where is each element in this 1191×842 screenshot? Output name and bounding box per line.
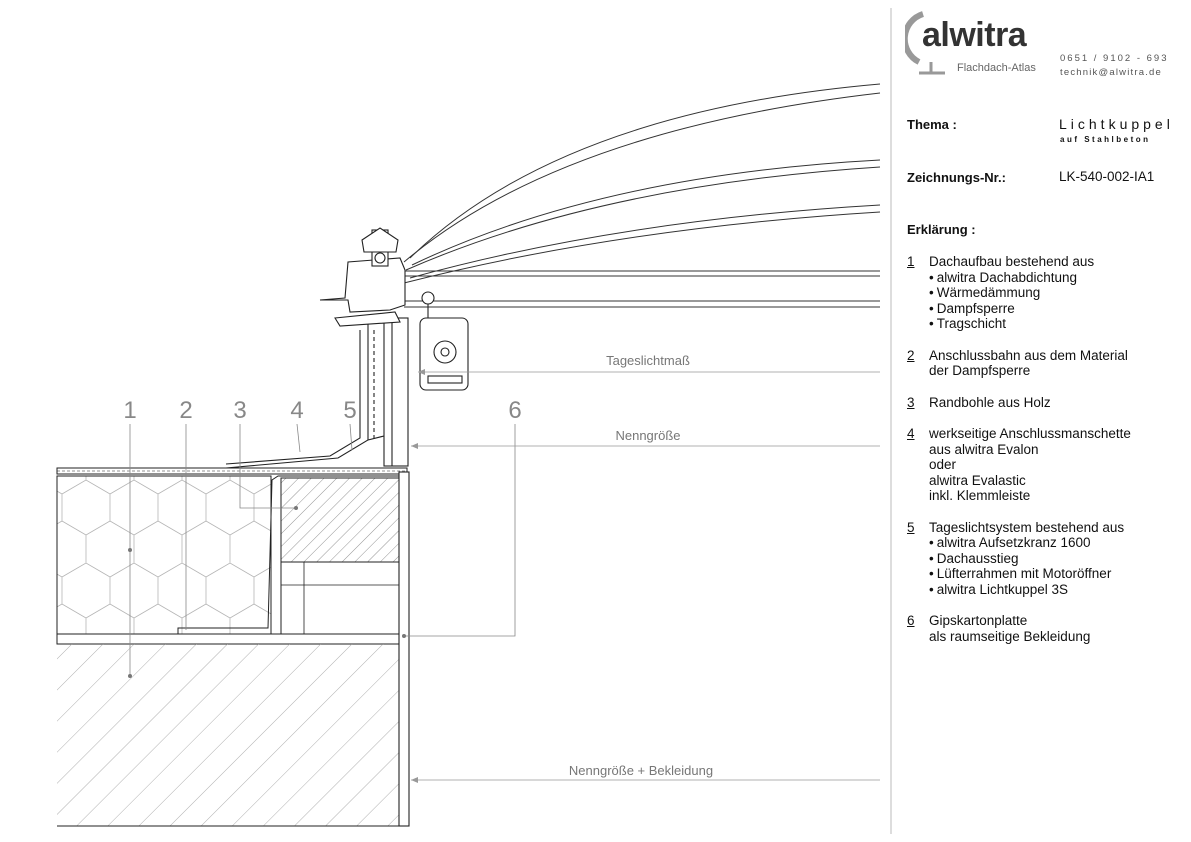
legend-bullet: Tragschicht — [929, 316, 1094, 332]
brand-subtitle: Flachdach-Atlas — [957, 62, 1036, 74]
legend-item-6: 6 Gipskartonplatte als raumseitige Bekle… — [907, 613, 1191, 644]
legend-line: Gipskartonplatte — [929, 613, 1028, 628]
timber-plank — [280, 477, 400, 635]
callout-1: 1 — [123, 397, 136, 424]
legend-num: 4 — [907, 426, 915, 441]
callout-3: 3 — [233, 397, 246, 424]
legend-line: Anschlussbahn aus dem Material — [929, 347, 1128, 363]
dim-daylight-label: Tageslichtmaß — [606, 353, 690, 368]
legend-line: als raumseitige Bekleidung — [929, 628, 1091, 644]
drawing-no-label: Zeichnungs-Nr.: — [907, 170, 1006, 185]
contact-info: 0651 / 9102 - 693 technik@alwitra.de — [1060, 52, 1191, 80]
legend-bullet: Dachausstieg — [929, 551, 1124, 567]
callout-4: 4 — [290, 397, 303, 424]
dim-nominal-label: Nenngröße — [615, 428, 680, 443]
thema-subtitle: auf Stahlbeton — [1060, 135, 1151, 144]
legend-line: werkseitige Anschlussmanschette — [929, 426, 1131, 441]
legend-item-3: 3 Randbohle aus Holz — [907, 395, 1191, 411]
gypsum-board — [398, 471, 410, 827]
frame-profile — [319, 227, 406, 327]
legend-item-2: 2 Anschlussbahn aus dem Material der Dam… — [907, 348, 1191, 379]
legend-item-4: 4 werkseitige Anschlussmanschette aus al… — [907, 426, 1191, 504]
legend-num: 3 — [907, 394, 915, 410]
legend-bullet: Dampfsperre — [929, 301, 1094, 317]
legend-num: 2 — [907, 347, 915, 363]
upstand-curb — [225, 317, 409, 469]
dim-nominal-cladding-label: Nenngröße + Bekleidung — [569, 763, 713, 778]
legend-line: aus alwitra Evalon — [929, 441, 1039, 457]
callout-dots — [128, 506, 406, 678]
roof-membrane — [56, 467, 408, 475]
legend-num: 5 — [907, 519, 915, 535]
legend-bullet: alwitra Dachabdichtung — [929, 270, 1094, 286]
brand-name: alwitra — [922, 16, 1027, 54]
legend-bullet: Wärmedämmung — [929, 285, 1094, 301]
legend-bullet: alwitra Lichtkuppel 3S — [929, 582, 1124, 598]
legend-title: Erklärung : — [907, 222, 976, 237]
frame-rails — [404, 270, 880, 308]
vapor-barrier — [56, 633, 400, 645]
legend-line: alwitra Evalastic — [929, 472, 1026, 488]
thema-label: Thema : — [907, 117, 957, 132]
callout-2: 2 — [179, 397, 192, 424]
vapor-barrier-strip — [177, 475, 403, 634]
thema-value: Lichtkuppel — [1059, 116, 1174, 132]
concrete-slab — [57, 644, 399, 826]
phone: 0651 / 9102 - 693 — [1060, 53, 1169, 64]
legend-num: 6 — [907, 613, 915, 628]
legend: 1 Dachaufbau bestehend aus alwitra Dacha… — [907, 254, 1191, 660]
logo-globe-icon — [905, 11, 945, 75]
legend-line: oder — [929, 457, 957, 472]
legend-bullet: Lüfterrahmen mit Motoröffner — [929, 566, 1124, 582]
legend-line: inkl. Klemmleiste — [929, 488, 1031, 503]
legend-bullet: alwitra Aufsetzkranz 1600 — [929, 535, 1124, 551]
callout-5: 5 — [343, 397, 356, 424]
alwitra-logo: alwitra Flachdach-Atlas — [905, 10, 1055, 80]
skylight-dome — [403, 83, 881, 284]
legend-num: 1 — [907, 254, 915, 269]
legend-item-5: 5 Tageslichtsystem bestehend aus alwitra… — [907, 520, 1191, 598]
callout-6: 6 — [508, 397, 521, 424]
section-drawing: 1 2 3 4 5 6 Tageslichtmaß Nenngröße Nenn… — [56, 8, 892, 834]
email: technik@alwitra.de — [1060, 67, 1163, 78]
legend-line: Tageslichtsystem bestehend aus — [929, 519, 1125, 535]
insulation — [56, 475, 272, 635]
legend-line: der Dampfsperre — [929, 363, 1031, 378]
legend-item-1: 1 Dachaufbau bestehend aus alwitra Dacha… — [907, 254, 1191, 332]
legend-line: Randbohle aus Holz — [929, 394, 1051, 410]
drawing-no-value: LK-540-002-IA1 — [1059, 169, 1155, 184]
legend-line: Dachaufbau bestehend aus — [929, 254, 1095, 269]
